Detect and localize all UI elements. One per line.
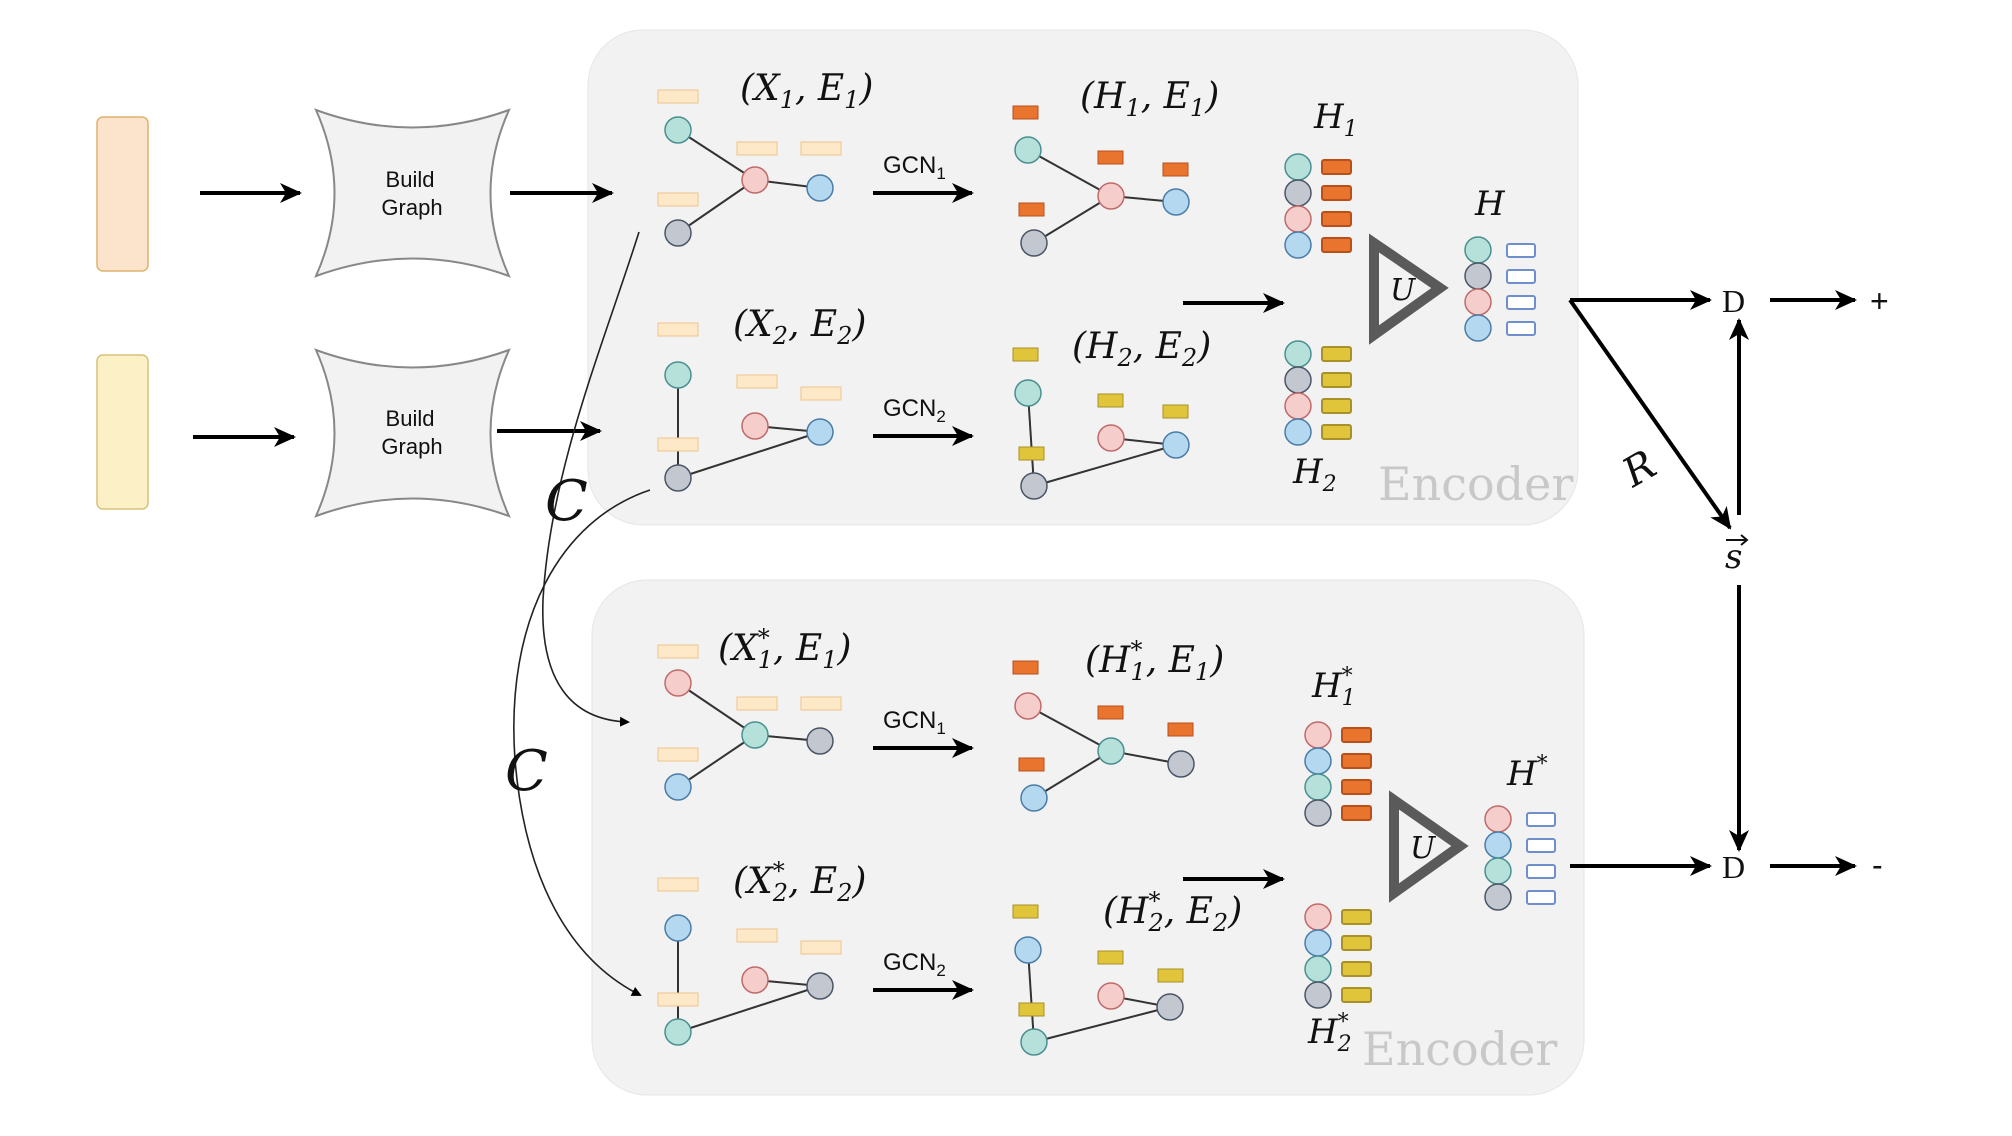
positive-label: +: [1870, 283, 1889, 319]
stack-h1-star-label: H*1: [1311, 664, 1356, 711]
graph-x1-star: [657, 644, 842, 801]
corruption-label-2: C: [505, 739, 548, 804]
build-graph-shape-2: [314, 348, 511, 518]
graph-x2-star: [657, 877, 842, 1046]
stack-h1-top: [1284, 153, 1352, 259]
stack-h-top: [1464, 236, 1536, 342]
aggregator-label-top: U: [1390, 273, 1417, 308]
readout-label: R: [1614, 442, 1664, 497]
build-graph-shape-1: [314, 108, 511, 278]
graph-h1-star-label: (H*1, E1): [1085, 636, 1224, 686]
summary-label: s: [1725, 537, 1742, 577]
stack-h-star: [1484, 805, 1556, 911]
input-bar-1: [96, 116, 149, 272]
stack-h2-top: [1284, 340, 1352, 446]
corruption-curve-1: [542, 231, 640, 727]
build-graph-label-2: Build: [386, 406, 435, 431]
summary-vector-arrow: [1726, 534, 1749, 546]
stack-h2-star-label: H*2: [1307, 1010, 1352, 1057]
graph-h2-star: [1012, 904, 1184, 1056]
graph-x2: [657, 322, 842, 492]
corruption-label-1: C: [545, 469, 588, 534]
aggregator-triangle-top: [1369, 233, 1449, 345]
stack-h-label: H: [1474, 184, 1506, 224]
graph-h2: [1012, 347, 1190, 500]
discriminator-bottom: D: [1722, 849, 1745, 885]
gcn1-label-top: GCN1: [883, 152, 946, 183]
graph-x1: [657, 89, 842, 247]
build-graph-label-1b: Graph: [381, 195, 442, 220]
input-bar-2: [96, 354, 149, 510]
discriminator-top: D: [1722, 283, 1745, 319]
stack-h2-star: [1304, 903, 1372, 1009]
graph-h1-star: [1012, 660, 1195, 812]
gcn1-label-bottom: GCN1: [883, 707, 946, 738]
corruption-curve-2: [513, 489, 651, 996]
gcn2-label-bottom: GCN2: [883, 949, 946, 980]
encoder-label-bottom: Encoder: [1362, 1022, 1557, 1076]
aggregator-label-bottom: U: [1410, 831, 1437, 866]
build-graph-label-2b: Graph: [381, 434, 442, 459]
stack-h1-star: [1304, 721, 1372, 827]
graph-h1: [1012, 105, 1190, 257]
arrow-h-to-summary: [1568, 298, 1732, 530]
aggregator-triangle-bottom: [1389, 790, 1469, 903]
encoder-label-top: Encoder: [1378, 457, 1573, 511]
negative-label: -: [1872, 847, 1883, 883]
gcn2-label-top: GCN2: [883, 395, 946, 426]
build-graph-label-1: Build: [386, 167, 435, 192]
